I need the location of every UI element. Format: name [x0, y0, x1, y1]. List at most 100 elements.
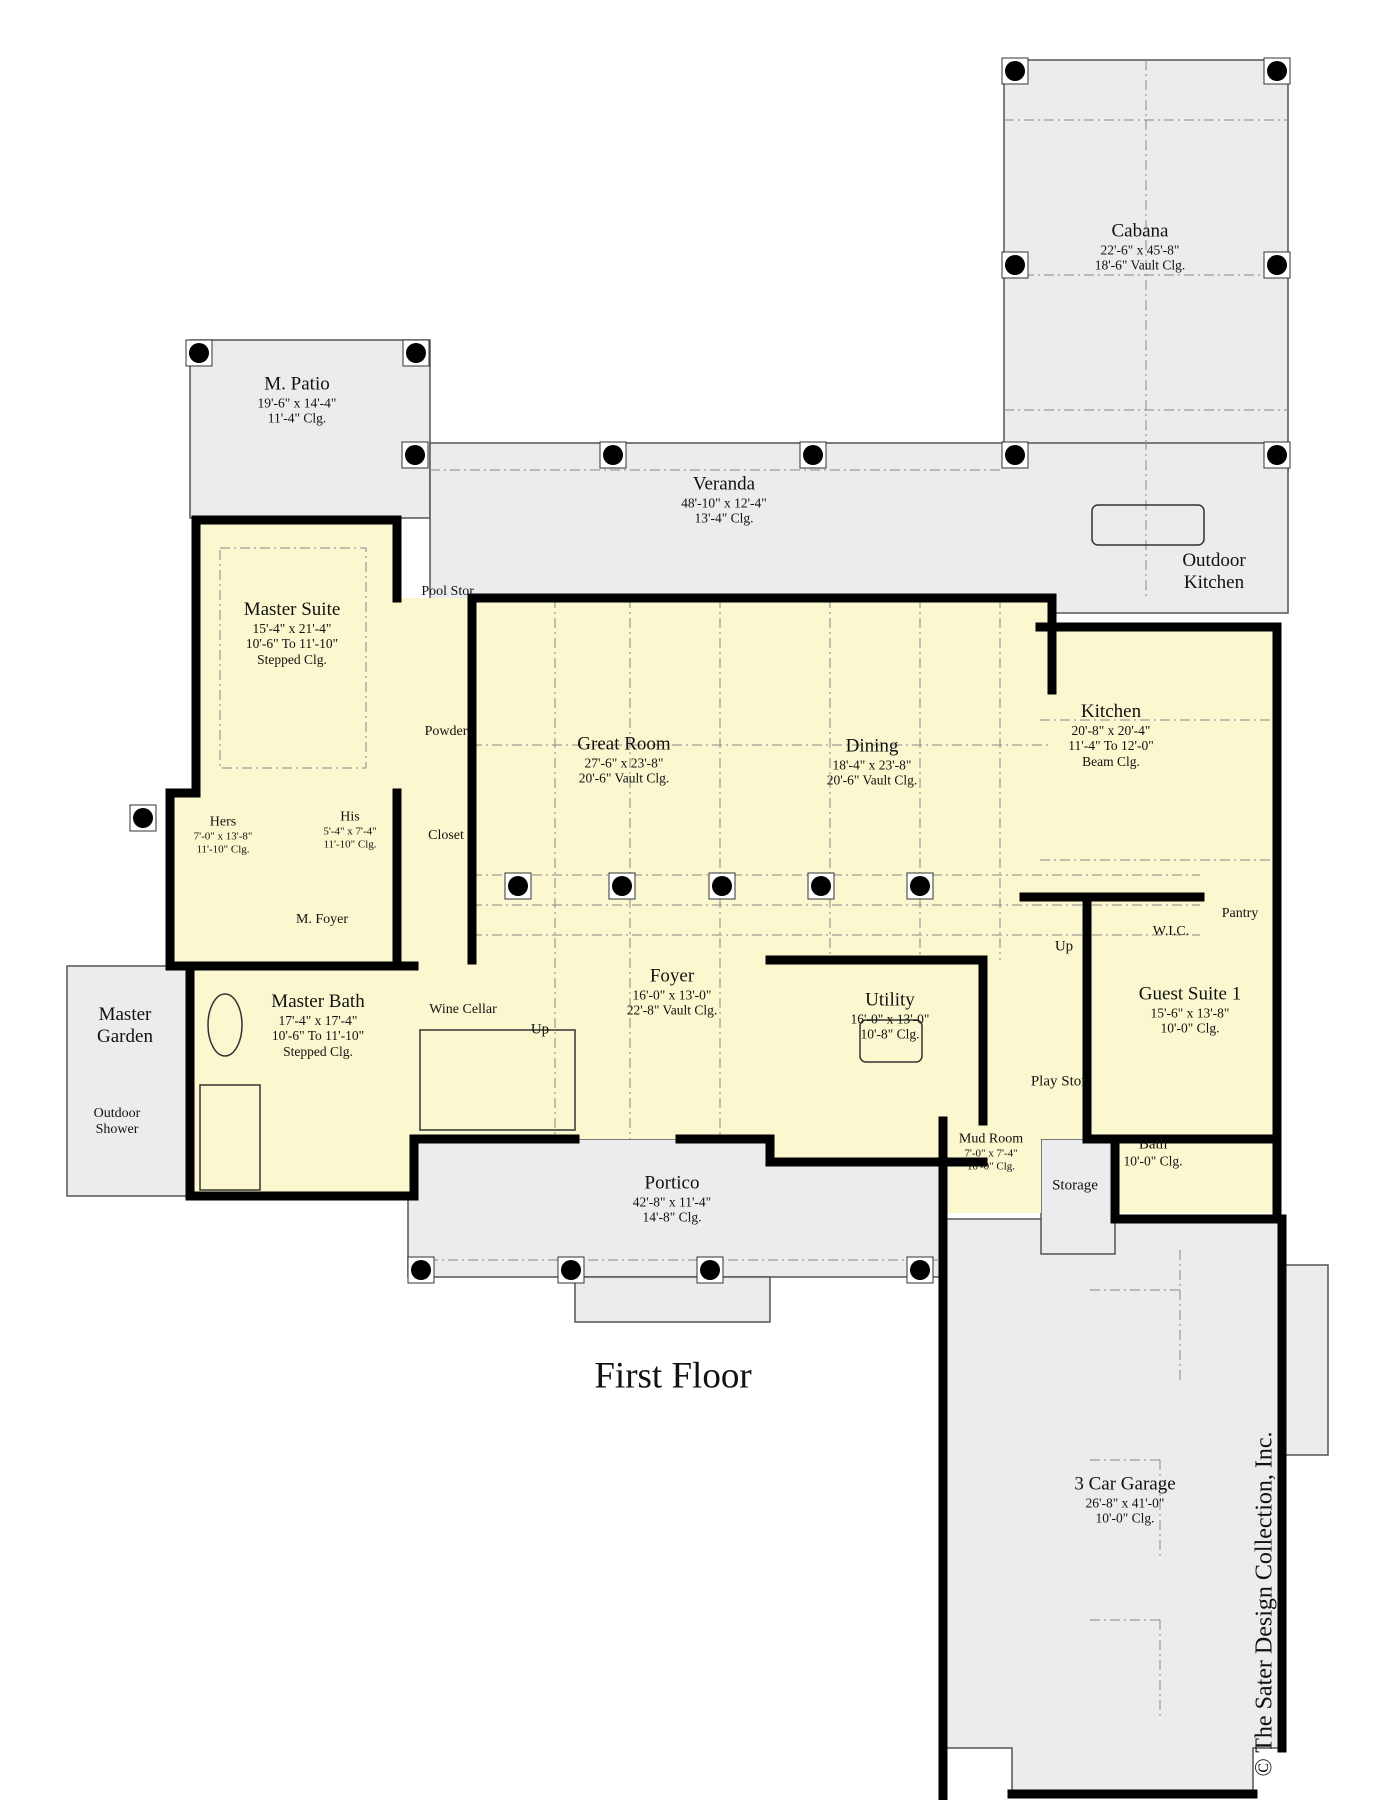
ac-pad — [1281, 1264, 1329, 1456]
column-icon — [1005, 61, 1025, 81]
room-label-closet: Closet — [428, 828, 464, 844]
storage-area — [1040, 1138, 1116, 1255]
room-dimension: 14'-8" Clg. — [642, 1209, 702, 1225]
walls — [165, 515, 1287, 1800]
room-name: Pool Stor. — [421, 583, 477, 599]
room-name: Mud Room — [958, 1131, 1024, 1147]
room-name: Cabana — [1111, 220, 1169, 242]
m-patio-area — [189, 339, 431, 519]
room-dimension: 18'-4" x 23'-8" — [832, 757, 912, 773]
room-dimension: Beam Clg. — [1082, 753, 1140, 769]
column-icon — [1005, 255, 1025, 275]
column-icon — [411, 1260, 431, 1280]
room-name: Powder — [424, 723, 468, 739]
room-dimension: 16'-0" x 13'-0" — [850, 1011, 930, 1027]
room-name: Guest Suite 1 — [1138, 983, 1242, 1005]
room-name: Kitchen — [1080, 700, 1142, 722]
stair-up-text: Up — [1054, 938, 1074, 955]
room-dimension: 22'-6" x 45'-8" — [1100, 242, 1180, 258]
room-name: Pantry — [1221, 905, 1259, 921]
room-dimension: 20'-6" Vault Clg. — [826, 772, 918, 788]
plan-title: First Floor — [594, 1355, 752, 1397]
outdoor-kitchen-counter-icon — [1091, 504, 1205, 546]
room-name: Storage — [1052, 1177, 1098, 1194]
room-name: Utility — [865, 989, 915, 1011]
room-dimension: 22'-8" Vault Clg. — [626, 1002, 718, 1018]
room-name: Bath — [1138, 1136, 1168, 1153]
stair-up-label: Up — [531, 1021, 549, 1038]
column-icon — [803, 445, 823, 465]
column-icon — [133, 808, 153, 828]
column-icon — [603, 445, 623, 465]
column-icon — [910, 1260, 930, 1280]
room-dimension: 10'-0" Clg. — [1160, 1020, 1220, 1036]
room-dimension: 11'-10" Clg. — [323, 838, 377, 851]
column-icon — [561, 1260, 581, 1280]
room-dimension: 42'-8" x 11'-4" — [632, 1194, 712, 1210]
room-label-storage: Storage — [1052, 1177, 1098, 1194]
column-icon — [189, 343, 209, 363]
room-label-pantry: Pantry — [1222, 906, 1259, 922]
stair-icon — [419, 1029, 576, 1131]
column-icon — [811, 876, 831, 896]
room-dimension: 15'-4" x 21'-4" — [252, 620, 332, 636]
conditioned-rooms — [170, 518, 1277, 1213]
column-icon — [508, 876, 528, 896]
room-name: Master Bath — [271, 990, 365, 1012]
room-dimension: 10'-0" Clg. — [1095, 1510, 1155, 1526]
ceiling-lines — [219, 60, 1288, 1720]
columns — [129, 57, 1291, 1284]
room-dimension: 10'-0" Clg. — [966, 1160, 1016, 1173]
fixtures — [199, 504, 1205, 1191]
copyright-text: © The Sater Design Collection, Inc. — [1251, 1431, 1278, 1777]
column-icon — [612, 876, 632, 896]
room-dimension: 20'-8" x 20'-4" — [1071, 722, 1151, 738]
room-label-master-garden: Master Garden — [85, 1004, 165, 1048]
room-name: W.I.C. — [1152, 923, 1190, 939]
room-label-wine-cellar: Wine Cellar — [423, 1002, 503, 1018]
room-dimension: 13'-4" Clg. — [694, 510, 754, 526]
outdoor-areas — [66, 59, 1329, 1795]
room-dimension: 7'-0" x 13'-8" — [193, 830, 253, 843]
room-dimension: 19'-6" x 14'-4" — [257, 395, 337, 411]
room-name: Master Suite — [243, 598, 341, 620]
master-garden-area — [66, 965, 188, 1197]
room-dimension: 10'-6" To 11'-10" — [245, 636, 339, 652]
room-dimension: 11'-4" Clg. — [267, 410, 327, 426]
room-name: 3 Car Garage — [1074, 1473, 1176, 1495]
room-dimension: 16'-0" x 13'-0" — [632, 987, 712, 1003]
room-dimension: 5'-4" x 7'-4" — [323, 825, 377, 838]
kitchen-island-icon — [859, 1019, 923, 1063]
room-dimension: 10'-6" To 11'-10" — [271, 1028, 365, 1044]
room-name: M. Patio — [264, 373, 330, 395]
room-dimension: 18'-6" Vault Clg. — [1094, 257, 1186, 273]
room-label-play-stor: Play Stor. — [1020, 1073, 1100, 1090]
room-name: M. Foyer — [295, 911, 349, 927]
portico-steps — [574, 1276, 771, 1323]
room-label-pool-stor: Pool Stor. — [409, 584, 489, 600]
room-name: Master Garden — [97, 1004, 153, 1047]
column-icon — [1267, 61, 1287, 81]
room-name: Outdoor Shower — [93, 1105, 141, 1137]
column-icon — [910, 876, 930, 896]
column-icon — [700, 1260, 720, 1280]
room-label-w-i-c: W.I.C. — [1153, 924, 1189, 940]
room-name: Closet — [428, 827, 464, 843]
room-label-outdoor-shower: Outdoor Shower — [77, 1106, 157, 1138]
room-dimension: 10'-8" Clg. — [860, 1026, 920, 1042]
column-icon — [1267, 445, 1287, 465]
room-dimension: 11'-10" Clg. — [196, 843, 250, 856]
room-dimension: 15'-6" x 13'-8" — [1150, 1005, 1230, 1021]
